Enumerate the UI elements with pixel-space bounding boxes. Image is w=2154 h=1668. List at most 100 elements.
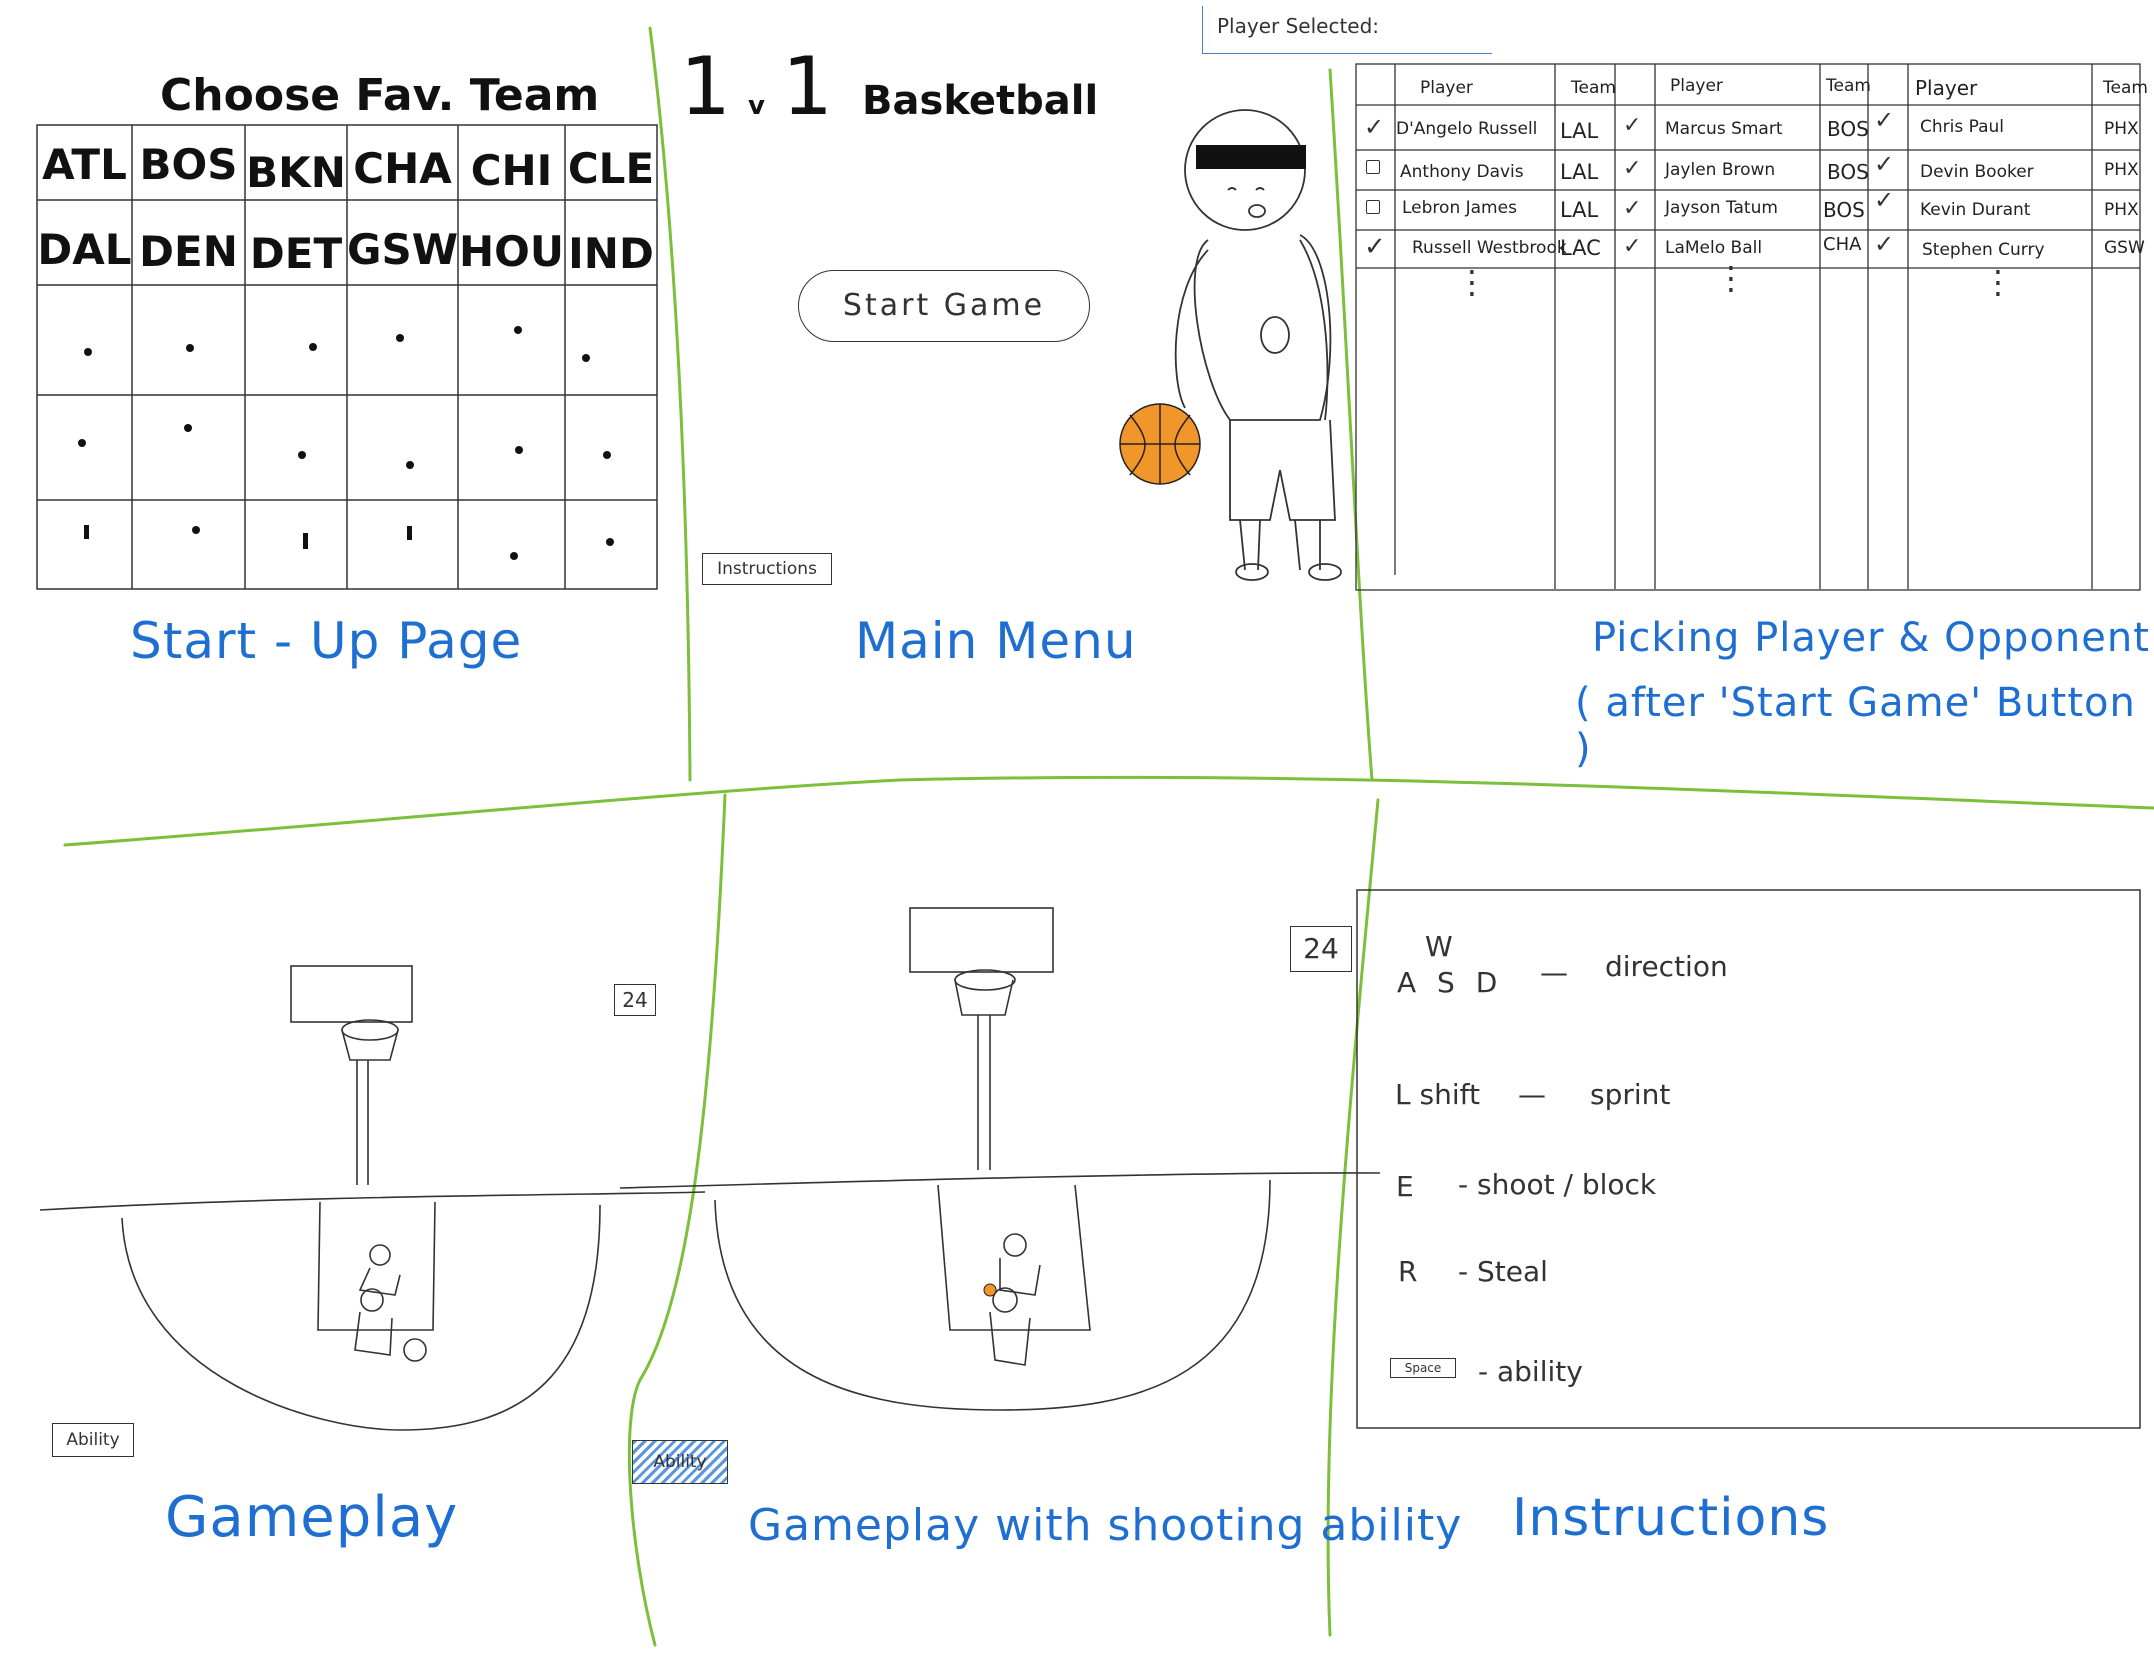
team-cell-hou[interactable]: HOU [459, 227, 564, 276]
sprint-label: sprint [1590, 1078, 1671, 1111]
table-row[interactable]: ✓ Marcus Smart BOS ✓ [1615, 105, 1869, 150]
check-icon: ✓ [1623, 156, 1642, 181]
table-row[interactable]: ✓ Jaylen Brown BOS [1615, 150, 1869, 190]
divider-vertical-top-right [1328, 68, 1374, 782]
player-team: LAL [1560, 198, 1599, 222]
table-row[interactable]: Lebron James LAL [1356, 190, 1616, 230]
team-cell-bos[interactable]: BOS [139, 140, 238, 189]
list-ellipsis: ⋮ [1715, 259, 1747, 297]
table-row[interactable]: ✓ Jayson Tatum BOS [1615, 190, 1868, 230]
check-icon: ✓ [1874, 106, 1895, 134]
player-name: Anthony Davis [1400, 162, 1524, 182]
team-cell-chi[interactable]: CHI [470, 146, 553, 195]
player-name: Marcus Smart [1665, 119, 1783, 139]
start-game-button[interactable]: Start Game [798, 270, 1090, 342]
team-grid [36, 124, 658, 590]
title-v: v [748, 91, 765, 121]
title-word: Basketball [862, 78, 1099, 124]
player-name: Chris Paul [1920, 117, 2005, 137]
instructions-panel-frame [1356, 889, 2141, 1429]
table-row[interactable]: Chris Paul PHX [1908, 105, 2140, 150]
header-player-3: Player [1915, 76, 1978, 100]
startup-heading: Choose Fav. Team [160, 70, 600, 121]
header-player-1: Player [1420, 78, 1473, 98]
lock-icon [1366, 200, 1380, 214]
player-team: BOS [1827, 117, 1869, 141]
player-team: LAC [1560, 236, 1601, 260]
table-row[interactable]: Kevin Durant PHX [1908, 190, 2140, 230]
direction-dash: — [1540, 956, 1568, 989]
game-title: 1 v 1 Basketball [680, 40, 1099, 133]
divider-vertical-top-left [648, 26, 692, 782]
shot-clock-ability: 24 [1290, 926, 1352, 972]
team-row-2: DAL DEN DET GSW HOU IND [37, 225, 657, 285]
player-name: Kevin Durant [1920, 200, 2031, 220]
divider-vertical-bottom-right [1326, 798, 1380, 1637]
team-cell-gsw[interactable]: GSW [347, 225, 459, 274]
player-name: D'Angelo Russell [1396, 119, 1538, 139]
key-e-label: E [1396, 1170, 1414, 1203]
ability-label: - ability [1478, 1355, 1583, 1388]
shot-clock: 24 [614, 984, 656, 1016]
caption-instructions: Instructions [1512, 1488, 1830, 1548]
caption-picking-line2: ( after 'Start Game' Button ) [1575, 680, 2136, 772]
divider-horizontal [63, 775, 2154, 847]
player-team: GSW [2104, 238, 2145, 258]
player-team: PHX [2104, 200, 2139, 220]
court-right [619, 907, 1381, 1411]
player-team: PHX [2104, 160, 2139, 180]
key-space-label: Space [1390, 1358, 1456, 1378]
header-team-2: Team [1826, 76, 1871, 96]
caption-gameplay-ability: Gameplay with shooting ability [748, 1500, 1463, 1551]
court-left [39, 965, 706, 1431]
key-asd-label: A S D [1397, 966, 1504, 999]
header-player-2: Player [1670, 76, 1723, 96]
table-row[interactable]: Stephen Curry GSW [1908, 230, 2145, 268]
team-cell-atl[interactable]: ATL [42, 140, 127, 189]
player-drawing [1174, 109, 1342, 581]
ability-button-active[interactable]: Ability [632, 1440, 728, 1484]
team-cell-cha[interactable]: CHA [353, 144, 452, 193]
team-cell-ind[interactable]: IND [568, 229, 654, 278]
key-r-label: R [1398, 1255, 1418, 1288]
direction-label: direction [1605, 950, 1728, 983]
caption-startup: Start - Up Page [130, 612, 523, 670]
ball-in-hand [983, 1283, 997, 1297]
instructions-button[interactable]: Instructions [702, 553, 832, 585]
check-icon: ✓ [1623, 234, 1642, 259]
player-selected-field[interactable]: Player Selected: [1202, 6, 1492, 54]
table-row[interactable]: Devin Booker PHX [1908, 150, 2140, 190]
header-team-1: Team [1571, 78, 1616, 98]
list-ellipsis: ⋮ [1982, 263, 2014, 301]
team-row-1: ATL BOS BKN CHA CHI CLE [37, 140, 657, 200]
table-row[interactable]: Anthony Davis LAL [1356, 150, 1616, 190]
lock-icon [1366, 160, 1380, 174]
check-icon: ✓ [1623, 113, 1642, 138]
team-cell-cle[interactable]: CLE [567, 144, 655, 193]
player-name: Jaylen Brown [1665, 160, 1776, 180]
divider-vertical-bottom-left [627, 793, 727, 1647]
check-icon: ✓ [1623, 196, 1642, 221]
title-number-left: 1 [680, 40, 731, 133]
check-icon: ✓ [1874, 186, 1895, 214]
key-shift-label: L shift [1395, 1078, 1480, 1111]
team-cell-bkn[interactable]: BKN [246, 148, 346, 197]
caption-gameplay: Gameplay [165, 1485, 459, 1550]
table-row[interactable]: ✓ LaMelo Ball CHA [1615, 230, 1868, 268]
team-cell-det[interactable]: DET [249, 229, 343, 278]
player-team: PHX [2104, 119, 2139, 139]
section-dividers [63, 26, 2154, 1647]
team-cell-den[interactable]: DEN [139, 227, 238, 276]
ability-button[interactable]: Ability [52, 1423, 134, 1457]
key-w-label: W [1425, 930, 1453, 963]
basketball-icon [1119, 403, 1201, 485]
table-row[interactable]: ✓ D'Angelo Russell LAL [1356, 105, 1616, 150]
team-cell-dal[interactable]: DAL [37, 225, 132, 274]
title-number-right: 1 [782, 40, 833, 133]
table-row[interactable]: ✓ Russell Westbrook LAC [1356, 230, 1616, 268]
player-team: LAL [1560, 160, 1599, 184]
player-name: Russell Westbrook [1412, 238, 1567, 258]
header-team-3: Team [2103, 78, 2148, 98]
list-ellipsis: ⋮ [1456, 263, 1488, 301]
